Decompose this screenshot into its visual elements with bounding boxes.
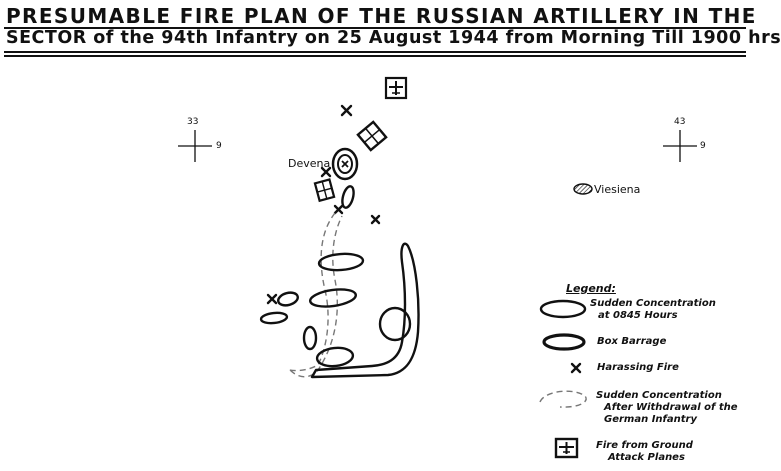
box-barrage-rotated-1: [356, 120, 388, 152]
legend-item-line: Attack Planes: [608, 452, 685, 463]
title-underline-2: [4, 51, 746, 53]
grid-number-9-left: 9: [216, 141, 222, 151]
legend-box-barrage-symbol: [542, 333, 586, 351]
map-title-line-1: PRESUMABLE FIRE PLAN OF THE RUSSIAN ARTI…: [6, 4, 757, 28]
ground-attack-plane-symbol: [384, 76, 408, 100]
legend-sudden-concentration-symbol: [539, 299, 587, 319]
legend-item-line: Sudden Concentration: [590, 298, 716, 309]
large-box-barrage: [310, 242, 420, 379]
legend-item-line: Sudden Concentration: [596, 390, 722, 401]
legend-item-ground-attack-planes: Fire from Ground Attack Planes: [596, 440, 693, 464]
harassing-fire-cross-1: [340, 104, 353, 117]
sudden-concentration-small-1: [341, 185, 355, 209]
devena-box-barrage: [331, 147, 359, 181]
legend-item-line: After Withdrawal of the: [604, 402, 738, 413]
legend-item-line: Harassing Fire: [597, 362, 679, 373]
grid-crosshair-43: [663, 130, 697, 162]
grid-number-9-right: 9: [700, 141, 706, 151]
sudden-concentration-4: [259, 311, 289, 325]
harassing-fire-cross-4: [370, 214, 381, 225]
legend-item-line: at 0845 Hours: [598, 310, 678, 321]
harassing-fire-cross-3: [333, 204, 344, 215]
legend-item-line: German Infantry: [604, 414, 697, 425]
box-barrage-rotated-2: [313, 178, 336, 203]
legend-item-box-barrage: Box Barrage: [597, 336, 666, 348]
legend-item-harassing-fire: Harassing Fire: [597, 362, 679, 374]
sudden-concentration-5: [302, 325, 318, 351]
grid-number-33: 33: [187, 117, 199, 127]
map-title-line-2: SECTOR of the 94th Infantry on 25 August…: [6, 28, 781, 48]
sudden-concentration-3: [277, 291, 299, 307]
legend-withdrawal-concentration-symbol: [539, 390, 587, 408]
sudden-concentration-1: [317, 252, 365, 272]
place-devena: Devena: [288, 157, 331, 170]
legend-item-line: Fire from Ground: [596, 440, 693, 451]
sudden-concentration-circle: [378, 306, 412, 342]
fire-plan-map: [178, 76, 697, 459]
place-viesiena: Viesiena: [594, 183, 641, 196]
legend-item-line: Box Barrage: [597, 336, 667, 347]
grid-crosshair-33: [178, 130, 212, 162]
legend-title: Legend:: [566, 282, 616, 295]
legend-ground-attack-plane-symbol: [554, 437, 579, 459]
harassing-fire-cross-5: [266, 293, 278, 305]
harassing-fire-cross-devena: [320, 166, 332, 178]
legend-item-sudden-concentration: Sudden Concentration at 0845 Hours: [590, 298, 716, 322]
grid-number-43: 43: [674, 117, 686, 127]
viesiena-settlement-marker: [573, 183, 593, 195]
legend-harassing-fire-symbol: [570, 362, 582, 374]
title-underline-1: [4, 27, 746, 29]
legend-item-withdrawal-concentration: Sudden Concentration After Withdrawal of…: [596, 390, 738, 426]
sudden-concentration-group: [259, 252, 412, 368]
withdrawal-concentration-dashed: [287, 212, 343, 378]
title-underline-3: [4, 55, 746, 57]
sudden-concentration-6: [315, 346, 355, 368]
sudden-concentration-2: [308, 288, 358, 308]
